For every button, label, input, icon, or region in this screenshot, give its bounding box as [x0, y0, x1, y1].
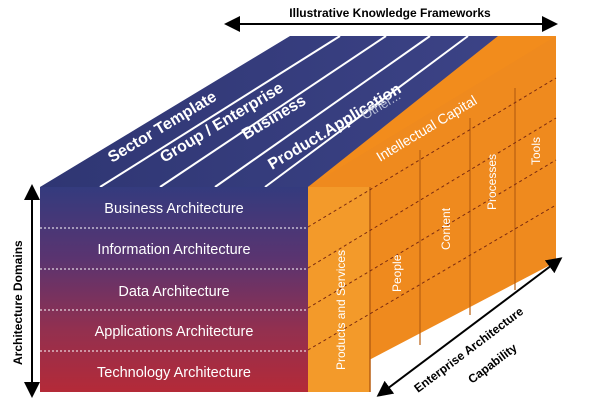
capability-label: Tools — [529, 137, 543, 165]
domain-label: Applications Architecture — [95, 324, 254, 340]
right-slice — [307, 117, 557, 269]
top-divider — [214, 35, 431, 188]
capability-label: Processes — [485, 154, 499, 210]
front-face-background — [40, 187, 308, 392]
right-face — [307, 36, 557, 392]
domain-label: Business Architecture — [104, 201, 243, 217]
top-divider — [159, 35, 387, 188]
top-face-background — [40, 36, 556, 187]
domain-label: Information Architecture — [97, 242, 250, 258]
capability-label: People — [390, 254, 404, 292]
domain-label: Technology Architecture — [97, 365, 251, 381]
right-slice — [307, 159, 557, 309]
capability-label: Content — [439, 207, 453, 250]
frameworks-axis-label: Illustrative Knowledge Frameworks — [289, 6, 491, 20]
domains-axis-label: Architecture Domains — [11, 240, 25, 365]
domain-label: Data Architecture — [118, 284, 229, 300]
products-services-label: Products and Services — [334, 250, 348, 370]
top-divider — [99, 35, 341, 188]
top-divider — [264, 35, 469, 188]
right-slice — [307, 77, 557, 228]
capability-axis-arrow — [376, 257, 563, 397]
front-face — [40, 187, 308, 392]
